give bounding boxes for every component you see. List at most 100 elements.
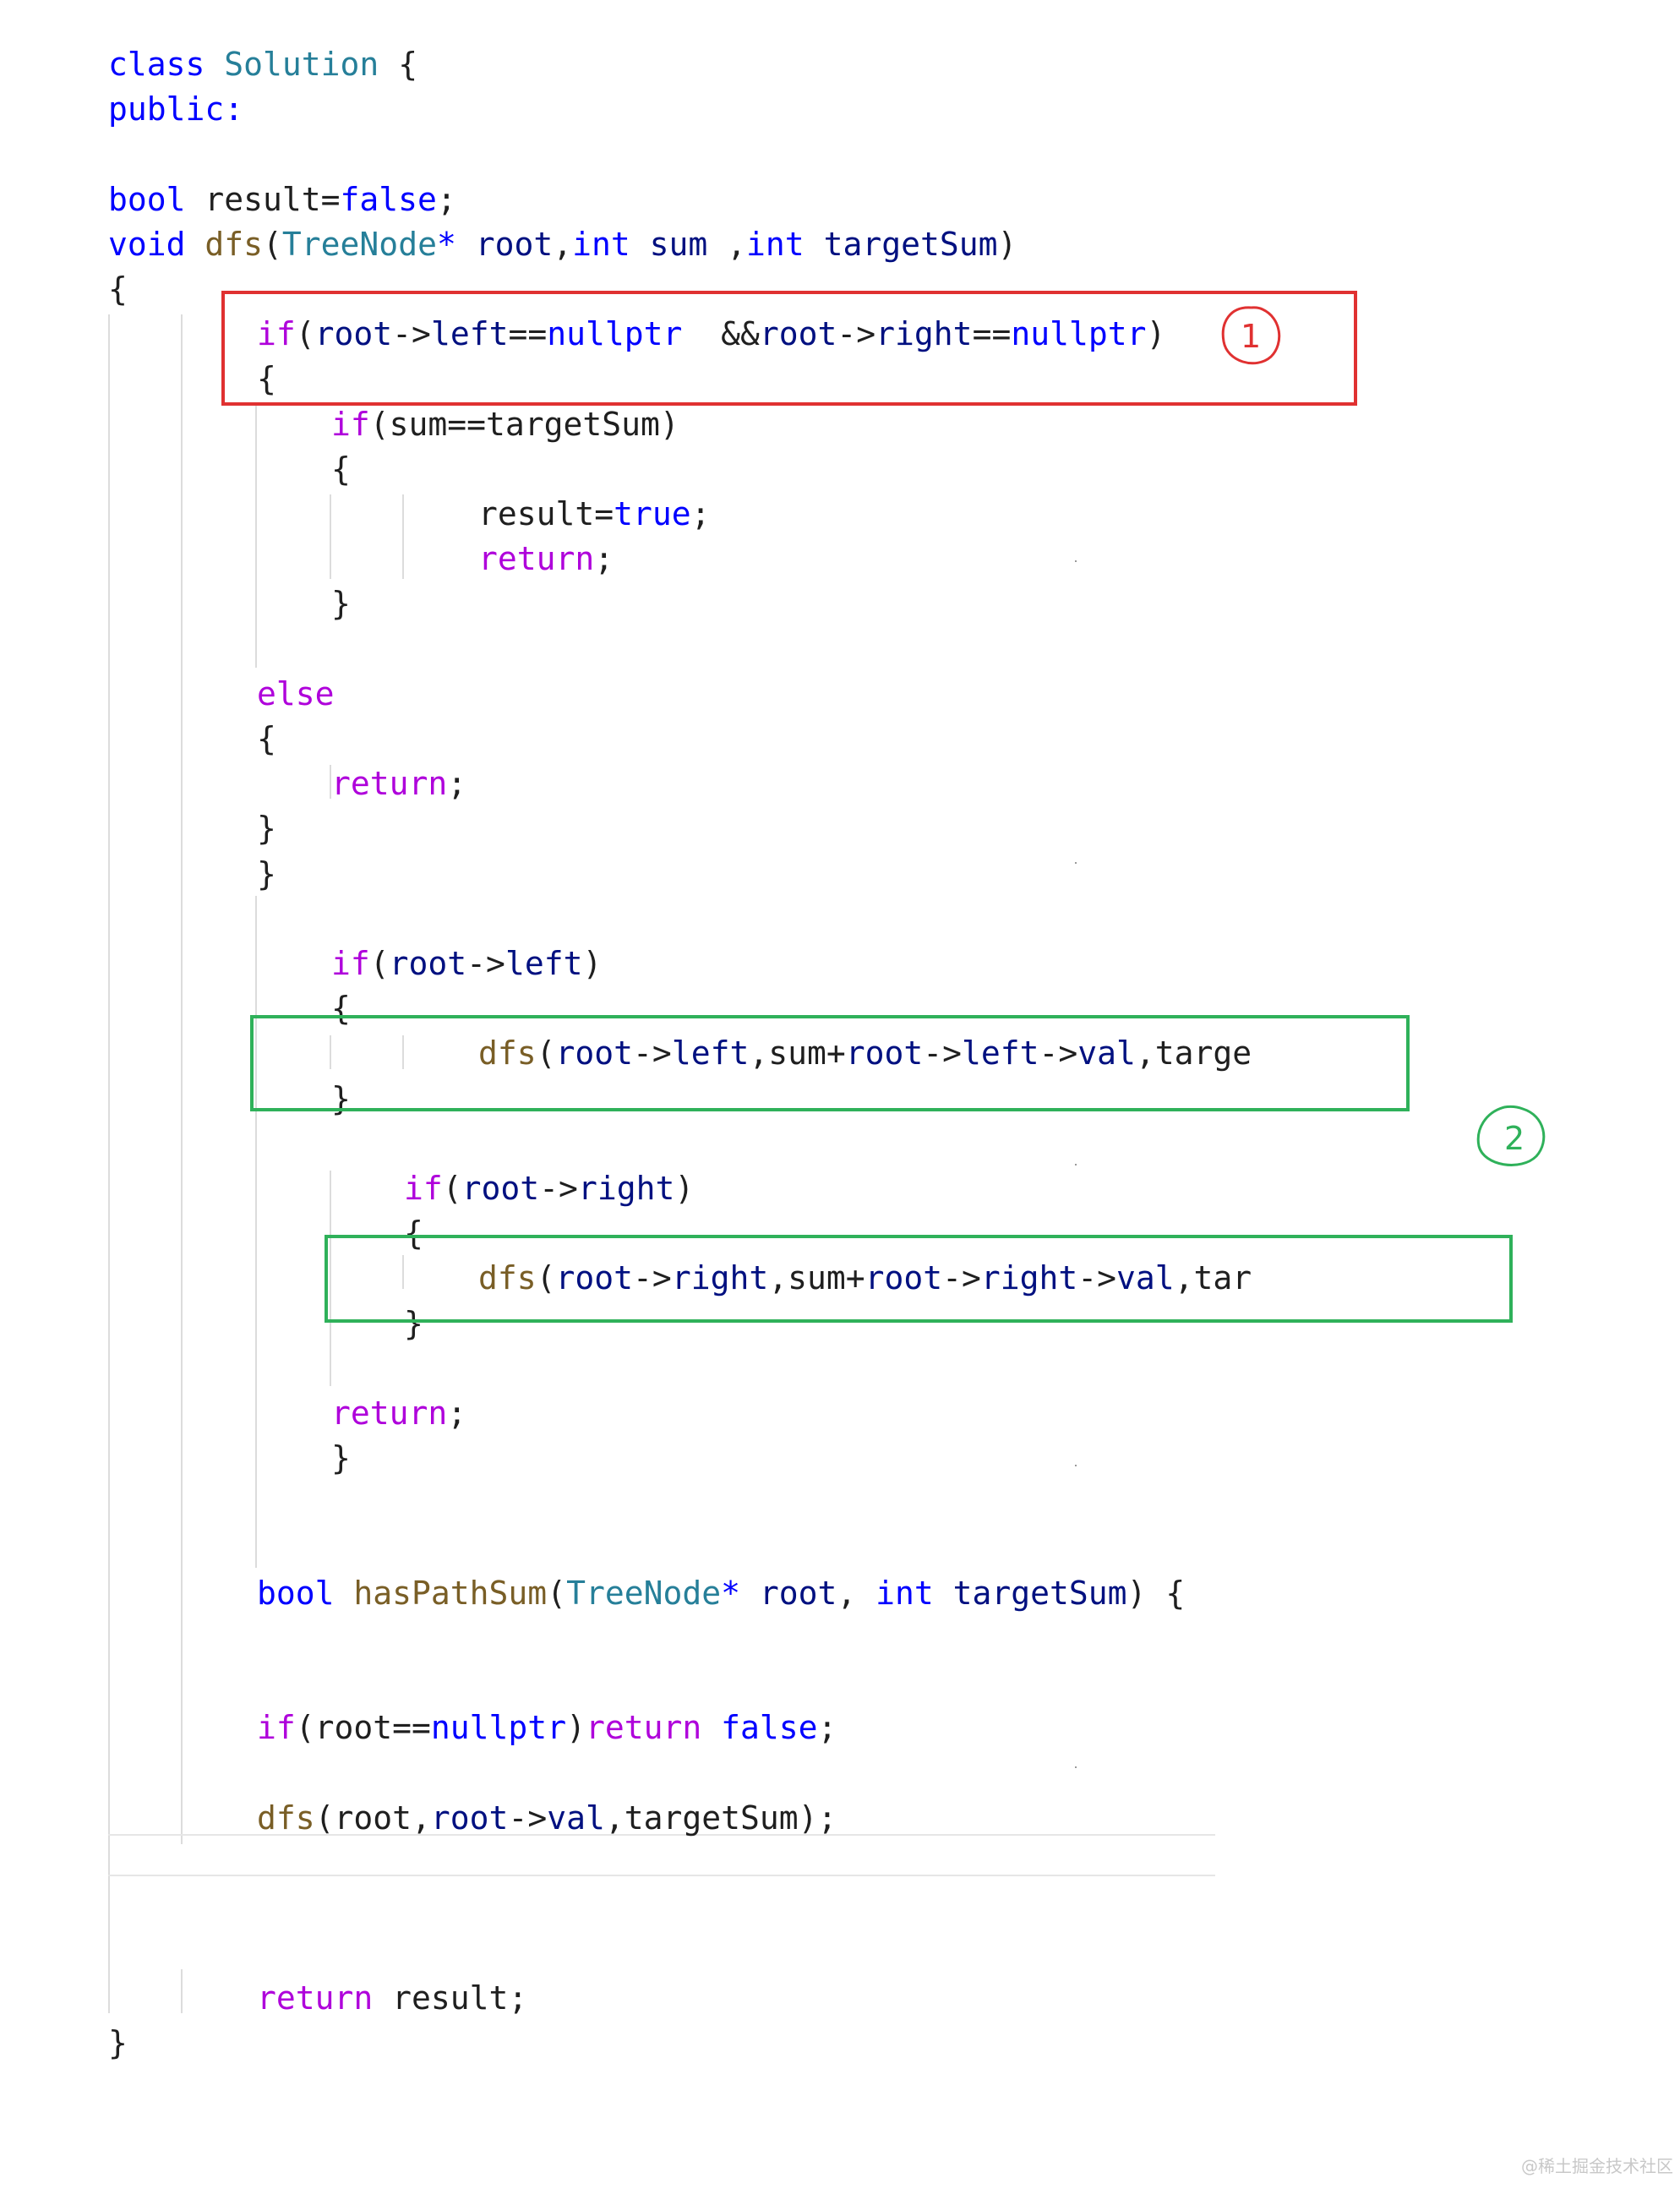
code-token: ; — [447, 765, 467, 802]
indent-guide — [108, 314, 110, 2013]
code-token: false — [721, 1709, 818, 1746]
code-token: -> — [466, 945, 505, 982]
code-line: { — [257, 717, 276, 762]
indent-guide — [402, 1035, 404, 1069]
watermark: @稀土掘金技术社区 — [1521, 2156, 1673, 2176]
code-token: { — [379, 46, 418, 83]
code-token: } — [331, 1439, 351, 1477]
code-line: { — [108, 267, 128, 312]
code-token: if — [331, 945, 370, 982]
code-token: else — [257, 675, 335, 712]
code-token: ; — [594, 540, 614, 577]
code-token: ,sum+ — [768, 1259, 865, 1296]
indent-guide — [330, 1035, 331, 1069]
indent-guide — [330, 765, 331, 799]
code-line: } — [257, 852, 276, 897]
code-token: root — [555, 1259, 634, 1296]
code-token: if — [331, 406, 370, 443]
code-line: dfs(root->right,sum+root->right->val,tar — [478, 1256, 1252, 1301]
annotation-box-green — [250, 1015, 1410, 1111]
code-token: sum — [649, 226, 708, 263]
code-token: root — [555, 1034, 634, 1072]
code-token: ,tar — [1174, 1259, 1252, 1296]
code-token: } — [257, 855, 276, 893]
code-token: ( — [369, 945, 390, 982]
current-line-top-border — [108, 1834, 1215, 1836]
code-token: ,targetSum); — [604, 1799, 837, 1837]
code-line: if(sum==targetSum) — [331, 402, 679, 447]
code-token: { — [108, 270, 128, 308]
code-token: ( — [547, 1575, 567, 1612]
annotation-circle-red — [1221, 306, 1281, 365]
annotation-box-red — [221, 291, 1357, 406]
code-line: { — [404, 1211, 423, 1256]
annotation-number-2: 2 — [1504, 1120, 1525, 1157]
code-token: * — [436, 226, 476, 263]
code-token: } — [331, 585, 351, 622]
code-token: -> — [508, 1799, 548, 1837]
code-token: } — [257, 810, 276, 847]
code-token: val — [1116, 1259, 1175, 1296]
code-line: dfs(root->left,sum+root->left->val,targe — [478, 1031, 1252, 1076]
code-token: -> — [923, 1034, 962, 1072]
code-line: bool result=false; — [108, 177, 456, 222]
code-token: TreeNode — [566, 1575, 722, 1612]
stray-dot — [1075, 1766, 1077, 1768]
code-token: result; — [392, 1979, 528, 2017]
code-token: left — [671, 1034, 750, 1072]
code-token: dfs — [478, 1034, 537, 1072]
code-token: public: — [108, 90, 244, 128]
code-token: dfs — [205, 226, 264, 263]
code-line: } — [331, 1436, 351, 1481]
code-token: ( — [536, 1034, 556, 1072]
code-token: -> — [633, 1259, 672, 1296]
code-token: int — [875, 1575, 953, 1612]
code-token: (sum==targetSum) — [369, 406, 679, 443]
code-token: val — [547, 1799, 605, 1837]
stray-dot — [1075, 862, 1077, 864]
code-token: , — [707, 226, 747, 263]
code-token: ( — [263, 226, 282, 263]
code-token: -> — [942, 1259, 981, 1296]
code-line: } — [257, 806, 276, 851]
code-token: ,targe — [1135, 1034, 1252, 1072]
code-token: int — [572, 226, 650, 263]
code-token: return — [478, 540, 595, 577]
code-line: bool hasPathSum(TreeNode* root, int targ… — [257, 1571, 1185, 1616]
code-token: targetSum — [823, 226, 998, 263]
code-token: == — [508, 315, 548, 352]
code-token: * — [721, 1575, 760, 1612]
code-line: public: — [108, 87, 243, 132]
code-token: ) — [674, 1170, 695, 1207]
code-token: right — [980, 1259, 1078, 1296]
code-line: } — [404, 1302, 423, 1346]
code-token: bool — [108, 181, 205, 218]
code-token: { — [257, 720, 276, 757]
code-token: right — [671, 1259, 769, 1296]
code-token: , — [837, 1575, 876, 1612]
code-line: if(root->left) — [331, 942, 602, 986]
code-token: return — [331, 1395, 448, 1432]
code-token: right — [577, 1170, 675, 1207]
code-token: ) { — [1126, 1575, 1186, 1612]
code-token: -> — [633, 1034, 672, 1072]
code-token: nullptr — [430, 1709, 567, 1746]
code-token: == — [972, 315, 1012, 352]
code-line: } — [108, 2021, 128, 2066]
code-token: return — [257, 1979, 393, 2017]
code-token: false — [340, 181, 437, 218]
code-token: if — [257, 315, 296, 352]
code-line: void dfs(TreeNode* root,int sum ,int tar… — [108, 222, 1017, 267]
code-token: root — [865, 1259, 943, 1296]
code-token: dfs — [478, 1259, 537, 1296]
code-token: left — [962, 1034, 1039, 1072]
code-token: dfs — [257, 1799, 315, 1837]
annotation-circle-green — [1476, 1105, 1546, 1166]
code-token: right — [875, 315, 973, 352]
code-token: ; — [690, 495, 711, 532]
indent-guide — [330, 494, 331, 579]
code-token: ,sum+ — [749, 1034, 846, 1072]
annotation-mark-green — [1563, 1168, 1570, 1178]
stray-dot — [1075, 1164, 1077, 1165]
